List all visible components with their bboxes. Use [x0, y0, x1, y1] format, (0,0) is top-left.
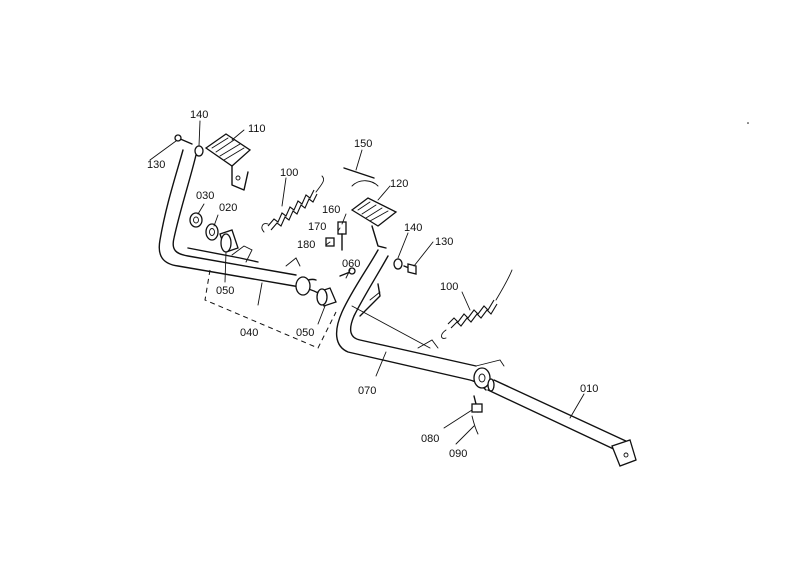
bushing-050-right — [316, 287, 337, 307]
washer-020 — [205, 223, 219, 241]
left-spring — [261, 175, 325, 233]
label-110: 110 — [248, 123, 266, 135]
label-130-left: 130 — [147, 159, 165, 171]
right-pedal-arm — [335, 249, 505, 391]
label-090: 090 — [449, 448, 467, 460]
part-labels: 140 110 130 100 030 020 050 040 050 060 … — [147, 109, 598, 460]
pin-150 — [343, 167, 379, 187]
washer-140-right — [393, 258, 403, 270]
right-spring — [441, 269, 513, 339]
bushing-050-left — [219, 229, 239, 253]
label-180: 180 — [297, 239, 315, 251]
label-040: 040 — [240, 327, 258, 339]
label-130-right: 130 — [435, 236, 453, 248]
label-140-left: 140 — [190, 109, 208, 121]
label-030: 030 — [196, 190, 214, 202]
stray-mark — [747, 122, 749, 124]
label-080: 080 — [421, 433, 439, 445]
bolt-130-right — [403, 263, 417, 275]
label-140-right: 140 — [404, 222, 422, 234]
pin-090 — [471, 415, 479, 435]
label-010: 010 — [580, 383, 598, 395]
label-160: 160 — [322, 204, 340, 216]
bolt-160-170 — [337, 221, 347, 251]
shaft-010 — [487, 378, 637, 467]
bolt-130-left — [174, 134, 193, 145]
label-100-left: 100 — [280, 167, 298, 179]
label-150: 150 — [354, 138, 372, 150]
left-pedal-pad — [204, 133, 252, 191]
label-100-right: 100 — [440, 281, 458, 293]
label-050-left: 050 — [216, 285, 234, 297]
bolt-080 — [471, 395, 483, 413]
left-pedal-arm — [158, 149, 323, 297]
washer-140-left — [194, 145, 204, 157]
label-060: 060 — [342, 258, 360, 270]
label-070: 070 — [358, 385, 376, 397]
group-bracket-040 — [204, 269, 337, 349]
center-pedal-pad — [350, 197, 398, 249]
washer-030 — [189, 212, 203, 228]
leader-lines — [149, 120, 585, 445]
label-020: 020 — [219, 202, 237, 214]
label-170: 170 — [308, 221, 326, 233]
label-120: 120 — [390, 178, 408, 190]
label-050-right: 050 — [296, 327, 314, 339]
